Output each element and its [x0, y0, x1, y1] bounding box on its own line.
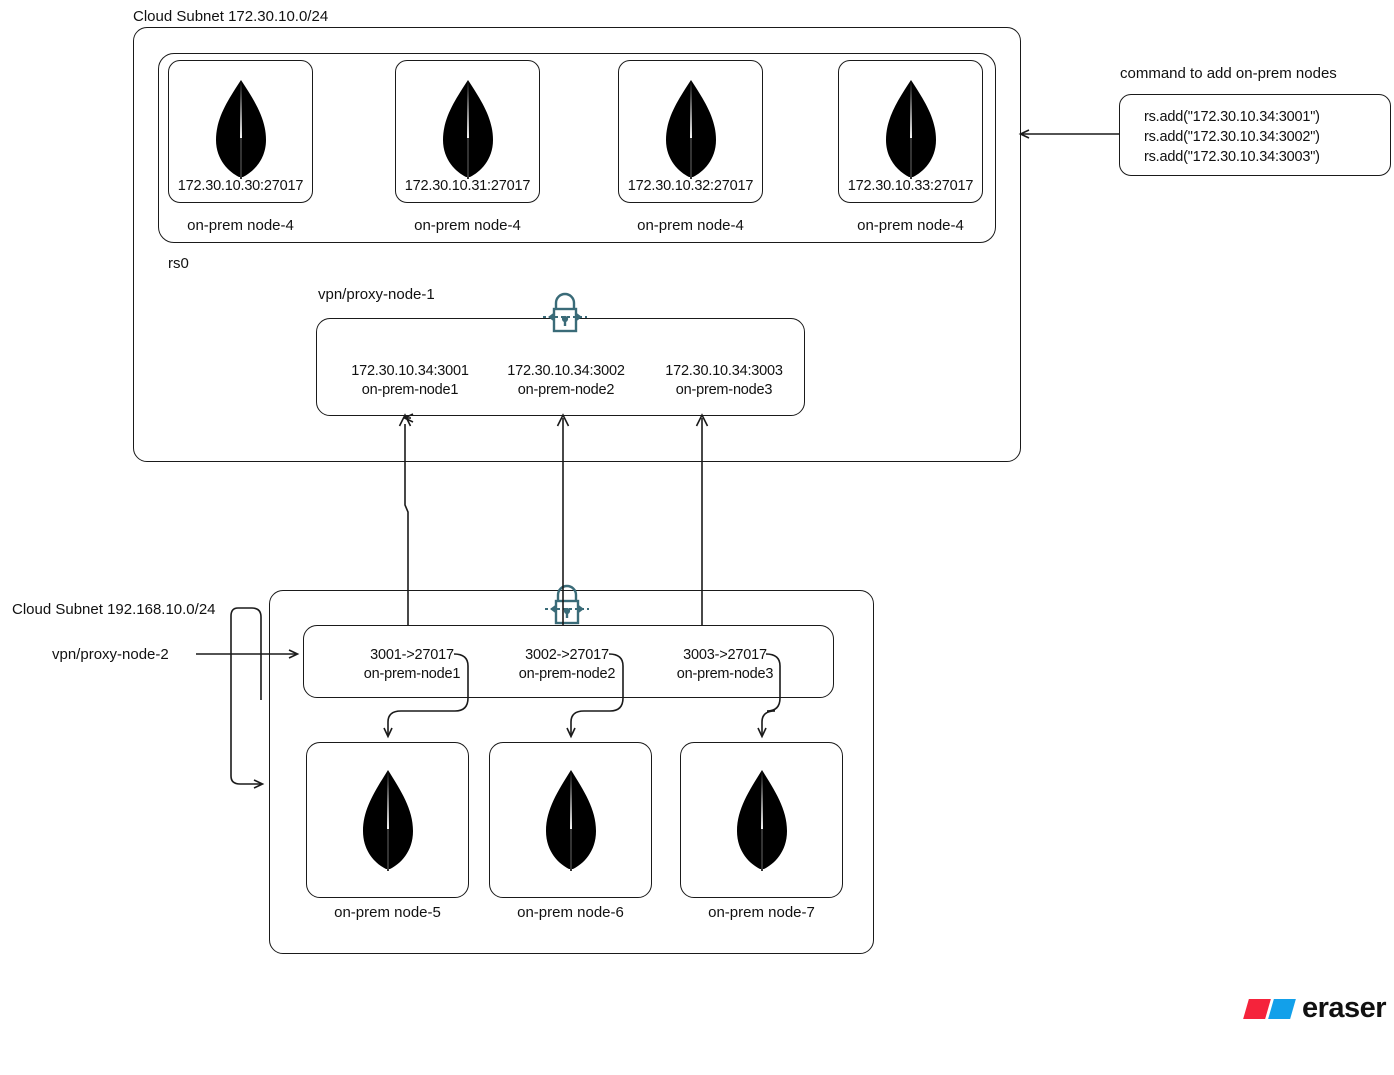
mongodb-node-2-caption: on-prem node-4 — [637, 217, 744, 234]
proxy1-entry-2-name: on-prem-node3 — [675, 382, 773, 398]
proxy1-entry-0: 172.30.10.34:3001 on-prem-node1 — [330, 362, 490, 400]
mongodb-node-3-caption: on-prem node-4 — [857, 217, 964, 234]
command-note-title: command to add on-prem nodes — [1120, 65, 1337, 82]
proxy1-entry-0-address: 172.30.10.34:3001 — [351, 363, 469, 379]
proxy1-entry-1-address: 172.30.10.34:3002 — [507, 363, 625, 379]
port-mapping-1-mapping: 3002->27017 — [525, 647, 609, 663]
mongodb-node-3-ip: 172.30.10.33:27017 — [847, 178, 974, 194]
port-mapping-1-name: on-prem-node2 — [518, 666, 616, 682]
port-mapping-0-name: on-prem-node1 — [363, 666, 461, 682]
eraser-watermark: eraser — [1243, 992, 1387, 1025]
mongodb-node-1-caption: on-prem node-4 — [414, 217, 521, 234]
mongodb-leaf-icon — [729, 768, 795, 872]
port-mapping-2: 3003->27017 on-prem-node3 — [645, 646, 805, 684]
mongodb-node-6-caption: on-prem node-7 — [708, 904, 815, 921]
port-mapping-0: 3001->27017 on-prem-node1 — [332, 646, 492, 684]
mongodb-node-5-caption: on-prem node-6 — [517, 904, 624, 921]
replica-set-label: rs0 — [168, 255, 189, 272]
proxy1-entry-1: 172.30.10.34:3002 on-prem-node2 — [486, 362, 646, 400]
vpn-proxy-node-1-container[interactable] — [316, 318, 805, 416]
proxy1-entry-0-name: on-prem-node1 — [361, 382, 459, 398]
mongodb-leaf-icon — [208, 78, 274, 180]
cloud-subnet-bottom-label: Cloud Subnet 192.168.10.0/24 — [12, 601, 216, 618]
port-mapping-2-mapping: 3003->27017 — [683, 647, 767, 663]
vpn-proxy-node-1-label: vpn/proxy-node-1 — [318, 286, 435, 303]
cloud-subnet-top-label: Cloud Subnet 172.30.10.0/24 — [133, 8, 329, 25]
eraser-logo-red-shape — [1243, 998, 1271, 1019]
proxy1-entry-1-name: on-prem-node2 — [517, 382, 615, 398]
mongodb-leaf-icon — [435, 78, 501, 180]
mongodb-leaf-icon — [538, 768, 604, 872]
mongodb-node-1-ip: 172.30.10.31:27017 — [404, 178, 531, 194]
mongodb-leaf-icon — [658, 78, 724, 180]
eraser-logo-wordmark: eraser — [1302, 992, 1387, 1024]
command-note-box: rs.add("172.30.10.34:3001") rs.add("172.… — [1119, 94, 1391, 176]
port-mapping-2-name: on-prem-node3 — [676, 666, 774, 682]
port-mapping-1: 3002->27017 on-prem-node2 — [487, 646, 647, 684]
mongodb-node-5[interactable] — [489, 742, 652, 898]
command-note-line-0: rs.add("172.30.10.34:3001") — [1144, 109, 1320, 125]
proxy1-entry-2-address: 172.30.10.34:3003 — [665, 363, 783, 379]
mongodb-leaf-icon — [878, 78, 944, 180]
port-mapping-0-mapping: 3001->27017 — [370, 647, 454, 663]
mongodb-node-2-ip: 172.30.10.32:27017 — [627, 178, 754, 194]
proxy1-entry-2: 172.30.10.34:3003 on-prem-node3 — [644, 362, 804, 400]
mongodb-node-0-caption: on-prem node-4 — [187, 217, 294, 234]
lock-bidirectional-icon — [537, 291, 593, 335]
command-note-line-1: rs.add("172.30.10.34:3002") — [1144, 129, 1320, 145]
lock-bidirectional-icon — [539, 583, 595, 627]
mongodb-node-0-ip: 172.30.10.30:27017 — [177, 178, 304, 194]
mongodb-node-4-caption: on-prem node-5 — [334, 904, 441, 921]
command-note-line-2: rs.add("172.30.10.34:3003") — [1144, 149, 1320, 165]
mongodb-node-6[interactable] — [680, 742, 843, 898]
eraser-logo-marks — [1243, 998, 1296, 1019]
mongodb-leaf-icon — [355, 768, 421, 872]
eraser-logo-blue-shape — [1268, 998, 1296, 1019]
vpn-proxy-node-2-label: vpn/proxy-node-2 — [52, 646, 169, 663]
mongodb-node-4[interactable] — [306, 742, 469, 898]
